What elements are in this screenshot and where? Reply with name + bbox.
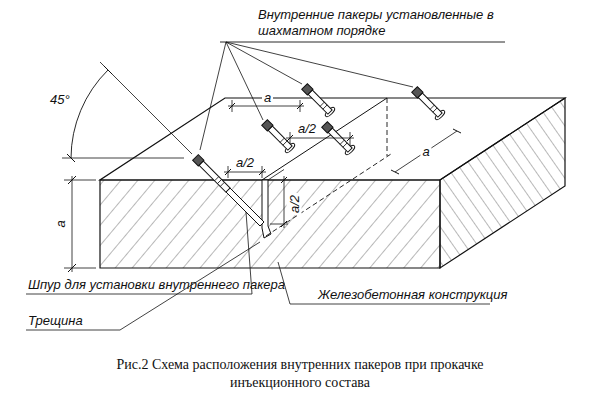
callout-label: Железобетонная конструкция bbox=[318, 287, 507, 302]
dimension-line bbox=[270, 176, 288, 228]
leader-line bbox=[200, 42, 413, 150]
dimension-tick bbox=[68, 176, 76, 272]
reference-line bbox=[62, 158, 184, 159]
dimension-label: a bbox=[420, 144, 431, 159]
packer bbox=[410, 85, 446, 121]
dimension-line bbox=[395, 131, 457, 172]
dimension-label: a/2 bbox=[296, 121, 318, 136]
dimension-line bbox=[64, 176, 96, 272]
callout-label: Шпур для установки внутреннего пакера bbox=[28, 277, 285, 292]
dimension-label: a/2 bbox=[287, 193, 302, 215]
dimension-label: a bbox=[262, 90, 273, 105]
callout-label: Трещина bbox=[28, 313, 83, 328]
dimension-tick bbox=[391, 129, 461, 174]
drill-hole bbox=[226, 188, 264, 226]
dimension-label: a bbox=[53, 220, 68, 227]
title-underline bbox=[220, 42, 505, 43]
crack-line bbox=[268, 170, 284, 181]
axis-line bbox=[100, 62, 192, 154]
side-face bbox=[440, 98, 565, 268]
angle-arc bbox=[71, 70, 108, 158]
angle-label: 45° bbox=[50, 92, 70, 107]
packer bbox=[300, 82, 336, 118]
hidden-crack bbox=[266, 98, 391, 236]
packer bbox=[260, 118, 296, 154]
note-label: Внутренние пакеры установленные в шахмат… bbox=[258, 7, 496, 39]
figure-caption: Рис.2 Схема расположения внутренних паке… bbox=[95, 356, 505, 392]
dimension-label: a/2 bbox=[234, 155, 256, 170]
crack-section bbox=[262, 180, 271, 238]
packer bbox=[193, 155, 231, 193]
dimension-tick bbox=[67, 66, 112, 162]
